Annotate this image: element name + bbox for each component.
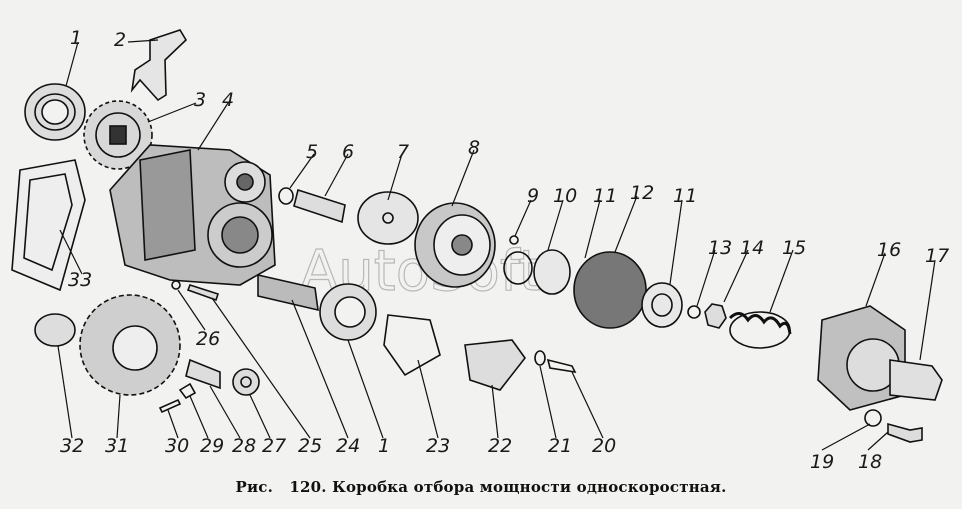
callout: 19 <box>810 451 834 473</box>
part-washer-13 <box>687 305 701 319</box>
part-gear-31 <box>79 294 181 396</box>
part-flange-7 <box>357 191 419 245</box>
callout: 4 <box>222 89 234 111</box>
callout: 1 <box>70 27 82 49</box>
caption-title: Коробка отбора мощности односкоростная. <box>332 478 727 496</box>
part-shift-fork <box>130 29 188 102</box>
part-pin-28 <box>185 358 221 390</box>
callout: 28 <box>232 435 256 457</box>
part-cover-16 <box>817 305 906 411</box>
part-washer-19 <box>864 409 882 427</box>
part-spring-15 <box>728 311 792 349</box>
part-bolt-20 <box>546 358 577 374</box>
callout: 24 <box>336 435 360 457</box>
callout: 3 <box>194 89 206 111</box>
callout: 29 <box>200 435 224 457</box>
callout: 26 <box>196 328 220 350</box>
callout: 25 <box>298 435 322 457</box>
part-gear-small <box>83 100 153 170</box>
callout: 30 <box>165 435 189 457</box>
callout: 15 <box>782 237 806 259</box>
callout: 21 <box>548 435 572 457</box>
callout: 18 <box>858 451 882 473</box>
callout: 14 <box>740 237 764 259</box>
callout: 23 <box>426 435 450 457</box>
callout: 20 <box>592 435 616 457</box>
callout: 22 <box>488 435 512 457</box>
callout: 16 <box>877 239 901 261</box>
part-disk-12 <box>573 251 647 329</box>
part-shaft-6 <box>293 188 346 224</box>
callout: 31 <box>105 435 129 457</box>
part-ring-10 <box>503 251 533 285</box>
callout: 17 <box>925 245 949 267</box>
part-ring-21 <box>534 350 546 366</box>
part-sleeve-24 <box>257 273 319 312</box>
part-gasket <box>11 159 86 292</box>
part-washer-5 <box>278 187 294 205</box>
part-bearing-1b <box>319 283 377 341</box>
part-pin-9 <box>509 235 519 245</box>
caption-prefix: Рис. <box>235 478 274 496</box>
callout: 10 <box>553 185 577 207</box>
part-cup-11b <box>641 282 683 328</box>
callout: 7 <box>397 141 409 163</box>
callout: 13 <box>708 237 732 259</box>
part-shaft-17 <box>889 359 943 401</box>
part-washer-27 <box>232 368 260 396</box>
part-clip-29 <box>178 382 197 400</box>
callout: 11 <box>673 185 697 207</box>
part-bolt-18 <box>887 422 923 443</box>
part-bolt-25 <box>186 284 220 302</box>
part-housing <box>109 144 276 286</box>
callout: 27 <box>262 435 286 457</box>
part-gasket-23 <box>383 314 441 377</box>
part-screw-30 <box>158 398 182 414</box>
caption-number: 120. <box>289 478 327 496</box>
part-cap-22 <box>464 339 527 391</box>
callout: 32 <box>60 435 84 457</box>
callout: 6 <box>342 141 354 163</box>
part-roller-32 <box>34 313 76 347</box>
callout: 1 <box>378 435 390 457</box>
leader-lines <box>57 39 936 451</box>
part-cup-11a <box>533 249 571 295</box>
callout: 12 <box>630 182 654 204</box>
callout: 9 <box>527 185 539 207</box>
callout: 33 <box>68 269 92 291</box>
callout: 11 <box>593 185 617 207</box>
figure-caption: Рис. 120. Коробка отбора мощности односк… <box>0 478 962 496</box>
part-cover-8 <box>414 202 496 288</box>
callout: 2 <box>114 29 126 51</box>
callout: 5 <box>306 141 318 163</box>
part-nut-14 <box>704 303 727 329</box>
callout-numbers: 1 2 3 4 5 6 7 8 9 10 11 12 11 13 14 15 1… <box>60 27 949 473</box>
part-bearing <box>24 83 86 141</box>
part-washer-26 <box>171 280 181 290</box>
callout: 8 <box>468 137 480 159</box>
